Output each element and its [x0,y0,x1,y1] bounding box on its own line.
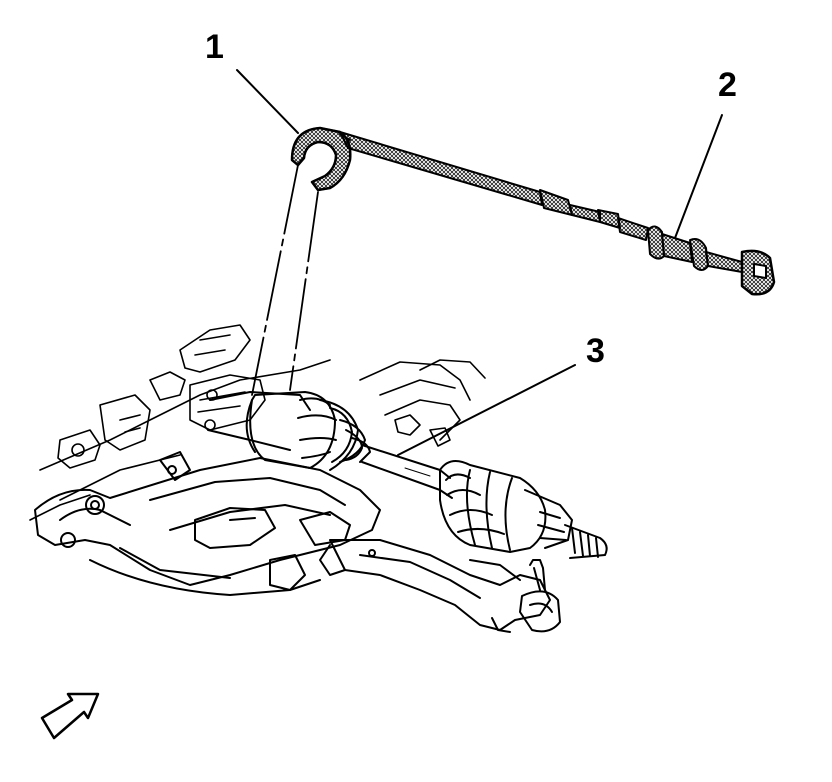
callout-1: 1 [205,28,224,66]
callout-3: 3 [586,332,605,370]
leader-1 [236,69,299,134]
outer-cv-joint [439,460,608,559]
callout-leaders [236,69,723,456]
inner-cv-joint [207,391,371,471]
axle-shaft [361,444,453,499]
lower-control-arm [319,539,551,633]
callout-2: 2 [718,66,737,104]
transmission-background [29,324,486,521]
slide-hammer-tool [339,131,776,296]
ball-joint [519,559,561,633]
front-direction-arrow-icon [40,692,100,740]
leader-2 [674,114,723,239]
install-guide-lines [251,164,319,396]
leader-3 [397,364,576,456]
